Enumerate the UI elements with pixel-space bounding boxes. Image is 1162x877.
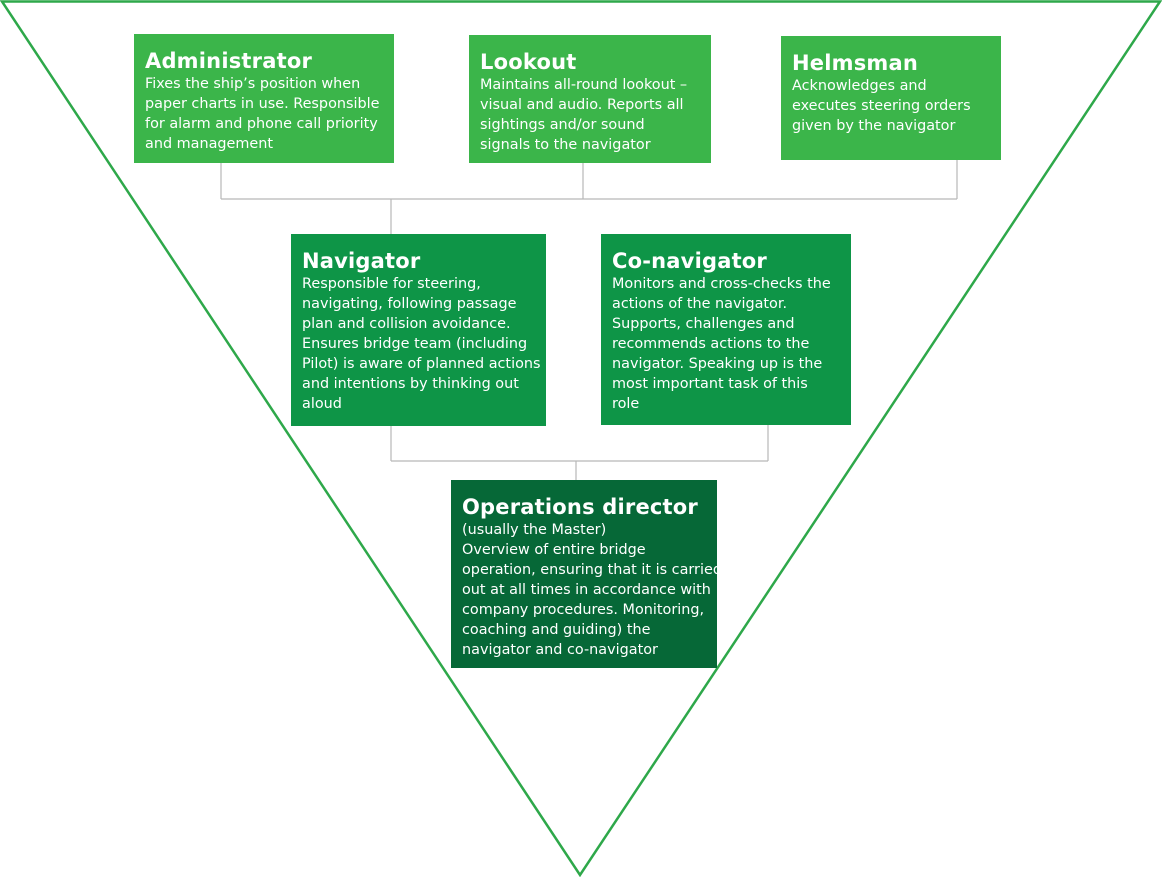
role-title: Navigator (302, 249, 421, 273)
role-title: Lookout (480, 50, 577, 74)
role-box-helmsman: Helmsman Acknowledges and executes steer… (781, 36, 1001, 160)
role-title: Operations director (462, 495, 698, 519)
role-description: Maintains all-round lookout – visual and… (480, 77, 688, 153)
role-description: Monitors and cross-checks the actions of… (612, 276, 831, 412)
role-title: Administrator (145, 49, 313, 73)
role-description: Acknowledges and executes steering order… (792, 78, 971, 134)
role-box-lookout: Lookout Maintains all-round lookout – vi… (469, 35, 711, 163)
connectors (220, 160, 958, 480)
role-box-navigator: Navigator Responsible for steering, navi… (291, 234, 546, 426)
role-title: Co-navigator (612, 249, 767, 273)
role-description: (usually the Master) Overview of entire … (462, 522, 722, 658)
role-box-operations-director: Operations director (usually the Master)… (451, 480, 722, 668)
role-description: Fixes the ship’s position when paper cha… (145, 76, 380, 152)
role-box-co-navigator: Co-navigator Monitors and cross-checks t… (601, 234, 851, 425)
role-description: Responsible for steering, navigating, fo… (302, 276, 541, 412)
role-box-administrator: Administrator Fixes the ship’s position … (134, 34, 394, 163)
role-title: Helmsman (792, 51, 919, 75)
